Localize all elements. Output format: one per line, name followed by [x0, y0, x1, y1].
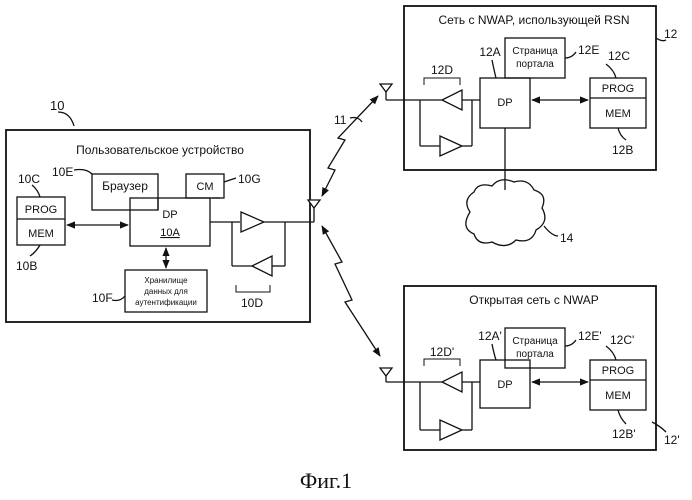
open-dp-ref: 12A' [478, 329, 502, 343]
device-dp-label: DP [162, 209, 177, 221]
device-ref-leader [58, 112, 74, 126]
device-prog-ref-leader [32, 185, 40, 197]
rsn-mem-label: MEM [605, 108, 631, 120]
rsn-portal-box [505, 38, 565, 78]
rsn-mem-ref-leader [618, 128, 626, 140]
open-prog-ref-leader [606, 346, 616, 360]
open-portal-ref: 12E' [578, 329, 602, 343]
device-mem-ref-leader [30, 245, 40, 256]
rsn-dp-label: DP [497, 97, 512, 109]
open-tx-amplifier [440, 420, 462, 440]
device-dp-ref: 10A [160, 227, 180, 239]
rsn-tx-amplifier [440, 136, 462, 156]
storage-label-line-1: Хранилище [144, 276, 188, 285]
open-portal-ref-leader [565, 340, 576, 346]
open-ref: 12' [664, 433, 680, 447]
open-portal-line-2: портала [516, 349, 554, 360]
open-mem-ref: 12B' [612, 427, 636, 441]
rsn-prog-label: PROG [602, 83, 634, 95]
rsn-mem-ref: 12B [612, 143, 633, 157]
storage-ref: 10F [92, 291, 113, 305]
open-radio-brace [424, 359, 460, 366]
wireless-link-to-open [322, 226, 380, 356]
cm-label: CM [196, 181, 213, 193]
device-prog-label: PROG [25, 204, 57, 216]
open-dp-label: DP [497, 379, 512, 391]
open-portal-line-1: Страница [512, 336, 558, 347]
open-ref-leader [652, 422, 666, 432]
rsn-radio-brace [424, 78, 460, 85]
device-ref-label: 10 [50, 98, 64, 113]
cloud-ref-leader [544, 226, 558, 236]
device-mem-ref: 10B [16, 259, 37, 273]
rsn-antenna-icon [380, 84, 392, 92]
rsn-prog-ref-leader [606, 64, 616, 78]
rsn-ref: 12 [664, 27, 678, 41]
cm-ref-leader [224, 178, 236, 182]
open-title: Открытая сеть с NWAP [469, 293, 599, 307]
device-radio-ref: 10D [241, 296, 263, 310]
rsn-portal-ref-leader [565, 52, 576, 58]
storage-ref-leader [112, 296, 125, 301]
open-mem-ref-leader [618, 410, 626, 424]
rsn-portal-line-1: Страница [512, 46, 558, 57]
rsn-prog-ref: 12C [608, 49, 630, 63]
device-prog-ref: 10C [18, 172, 40, 186]
open-rx-amplifier [442, 372, 462, 392]
device-tx-amplifier [241, 212, 264, 232]
device-rx-amplifier [252, 256, 272, 276]
rsn-radio-ref: 12D [431, 63, 453, 77]
figure-caption: Фиг.1 [300, 468, 352, 493]
device-title: Пользовательское устройство [76, 143, 244, 157]
browser-ref: 10E [52, 165, 73, 179]
browser-label: Браузер [102, 179, 148, 193]
rsn-rx-amplifier [442, 90, 462, 110]
open-portal-box [505, 328, 565, 368]
open-radio-ref: 12D' [430, 345, 454, 359]
cloud-ref: 14 [560, 231, 574, 245]
link-ref: 11 [334, 113, 347, 127]
open-mem-label: MEM [605, 390, 631, 402]
storage-label-line-2: данных для [144, 287, 188, 296]
device-mem-label: MEM [28, 228, 54, 240]
cm-ref: 10G [238, 172, 261, 186]
open-dp-ref-leader [492, 344, 496, 360]
wireless-link-to-rsn [322, 96, 378, 196]
open-antenna-icon [380, 368, 392, 376]
rsn-dp-ref-leader [492, 60, 496, 78]
storage-label-line-3: аутентификации [135, 298, 197, 307]
device-radio-brace [236, 285, 270, 292]
rsn-dp-ref: 12A [479, 45, 500, 59]
open-prog-label: PROG [602, 365, 634, 377]
rsn-portal-ref: 12E [578, 43, 599, 57]
rsn-portal-line-2: портала [516, 59, 554, 70]
browser-ref-leader [74, 170, 92, 175]
rsn-title: Сеть с NWAP, использующей RSN [438, 13, 629, 27]
open-prog-ref: 12C' [610, 333, 634, 347]
